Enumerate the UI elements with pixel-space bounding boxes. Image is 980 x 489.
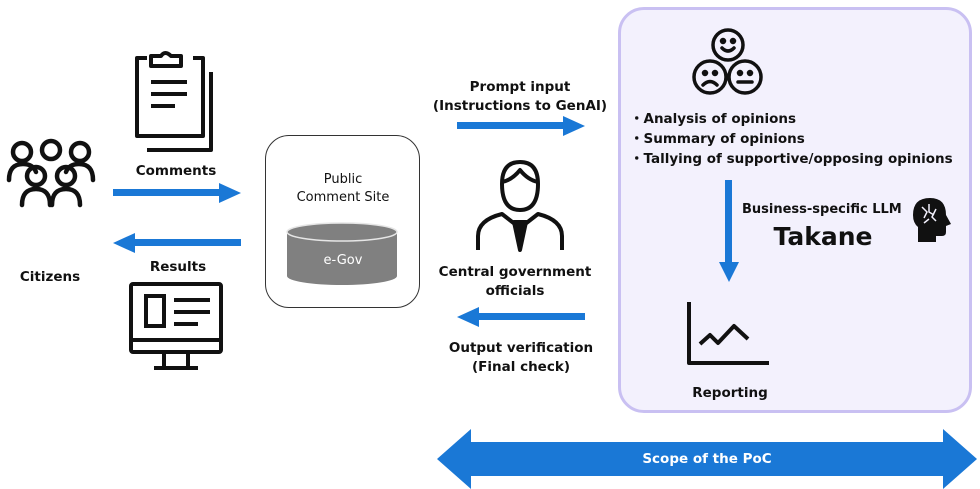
llm-name: Takane — [773, 222, 873, 251]
public-site-line1: Public — [323, 172, 363, 187]
public-comment-site-box — [265, 135, 420, 308]
comments-label: Comments — [135, 163, 217, 179]
output-verification-label: Output verification — [448, 340, 594, 356]
monitor-icon — [129, 282, 223, 370]
citizens-label: Citizens — [19, 269, 81, 285]
arrow-comments-to-site — [113, 183, 241, 203]
officials-label: Central government — [438, 264, 592, 280]
analysis-item: ・Analysis of opinions — [630, 111, 797, 127]
faces-icon — [692, 28, 763, 95]
arrow-results-to-citizens — [113, 233, 241, 253]
official-person-icon — [476, 160, 564, 252]
arrow-llm-to-reporting — [719, 180, 739, 282]
analysis-item: ・Summary of opinions — [630, 131, 805, 147]
prompt-input-label: Prompt input — [469, 79, 571, 95]
egov-label: e-Gov — [323, 253, 363, 268]
clipboard-icon — [135, 51, 213, 152]
officials-sublabel: officials — [485, 283, 545, 299]
analysis-list: ・Analysis of opinions ・Summary of opinio… — [630, 109, 953, 169]
llm-subtitle: Business-specific LLM — [742, 202, 902, 217]
ai-head-icon — [913, 198, 951, 242]
reporting-label: Reporting — [692, 385, 768, 401]
public-site-line2: Comment Site — [296, 190, 390, 205]
prompt-input-sublabel: (Instructions to GenAI) — [432, 98, 608, 114]
analysis-item: ・Tallying of supportive/opposing opinion… — [630, 151, 953, 167]
output-verification-sublabel: (Final check) — [472, 359, 570, 375]
line-chart-icon — [687, 302, 769, 365]
poc-scope-panel — [618, 7, 972, 413]
arrow-output-to-officials — [457, 307, 585, 327]
scope-label: Scope of the PoC — [642, 451, 772, 467]
people-group-icon — [6, 138, 96, 208]
database-icon — [286, 222, 398, 285]
scope-double-arrow — [437, 429, 977, 489]
results-label: Results — [149, 259, 207, 275]
arrow-prompt-to-llm — [457, 116, 585, 136]
